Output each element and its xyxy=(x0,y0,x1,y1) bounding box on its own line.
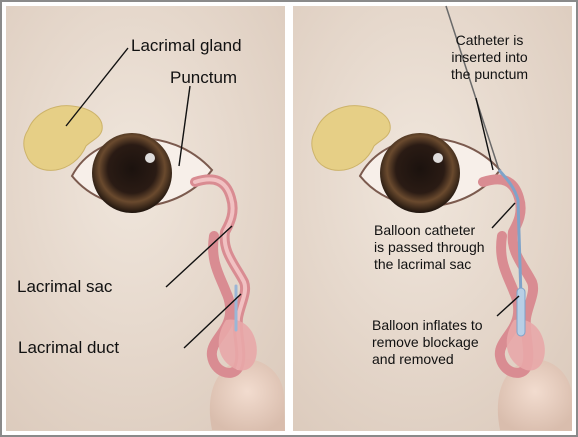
right-eye-highlight xyxy=(433,153,443,163)
label-catheter-insert: Catheter is inserted into the punctum xyxy=(451,32,528,83)
left-eye-highlight xyxy=(145,153,155,163)
label-lacrimal-duct: Lacrimal duct xyxy=(18,338,119,358)
label-balloon-inflate: Balloon inflates to remove blockage and … xyxy=(372,317,483,368)
right-iris xyxy=(380,133,460,213)
label-punctum: Punctum xyxy=(170,68,237,88)
label-balloon-pass: Balloon catheter is passed through the l… xyxy=(374,222,485,273)
label-lacrimal-gland: Lacrimal gland xyxy=(131,36,242,56)
panel-separator xyxy=(285,6,293,431)
left-iris xyxy=(92,133,172,213)
inflated-balloon xyxy=(517,288,525,336)
label-lacrimal-sac: Lacrimal sac xyxy=(17,277,112,297)
